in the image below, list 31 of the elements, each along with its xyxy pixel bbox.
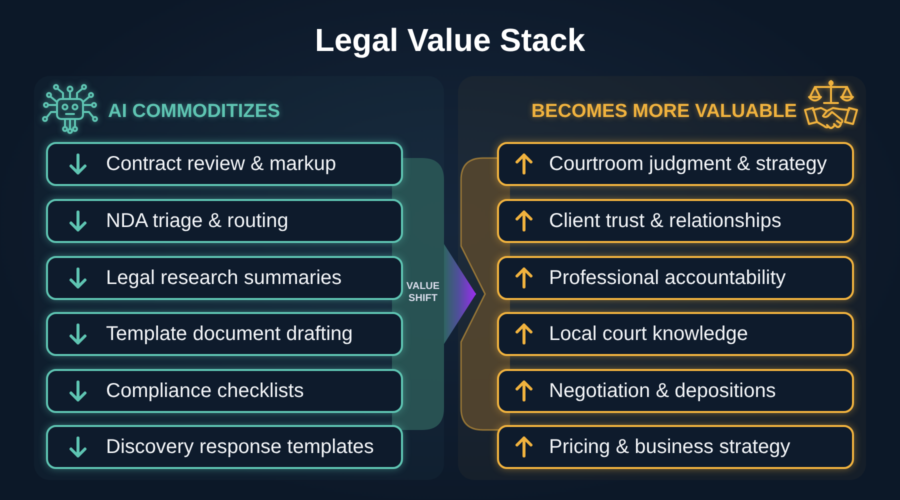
item-label: Legal research summaries: [106, 266, 342, 290]
column-panel: [458, 76, 866, 480]
item-card: [497, 312, 854, 356]
item-card: [497, 142, 854, 186]
item-label: Template document drafting: [106, 322, 353, 346]
item-card: [46, 142, 403, 186]
column-heading: BECOMES MORE VALUABLE: [531, 100, 797, 124]
diagram-title: Legal Value Stack: [314, 21, 586, 59]
arrow: [444, 244, 476, 344]
item-card: [497, 199, 854, 243]
item-card: [497, 369, 854, 413]
item-label: Professional accountability: [549, 266, 786, 290]
item-label: Pricing & business strategy: [549, 435, 790, 459]
item-card: [46, 312, 403, 356]
item-label: Contract review & markup: [106, 152, 336, 176]
column-heading: AI COMMODITIZES: [108, 100, 280, 124]
item-label: NDA triage & routing: [106, 209, 288, 233]
item-label: Negotiation & depositions: [549, 379, 776, 403]
column-panel: [34, 76, 444, 480]
item-label: Client trust & relationships: [549, 209, 782, 233]
item-label: Compliance checklists: [106, 379, 304, 403]
item-label: Discovery response templates: [106, 435, 374, 459]
item-card: [46, 199, 403, 243]
item-card: [46, 256, 403, 300]
item-card: [46, 425, 403, 469]
item-card: [46, 369, 403, 413]
item-card: [497, 256, 854, 300]
edge-label: VALUE SHIFT: [405, 281, 441, 305]
item-label: Local court knowledge: [549, 322, 748, 346]
item-label: Courtroom judgment & strategy: [549, 152, 827, 176]
item-card: [497, 425, 854, 469]
